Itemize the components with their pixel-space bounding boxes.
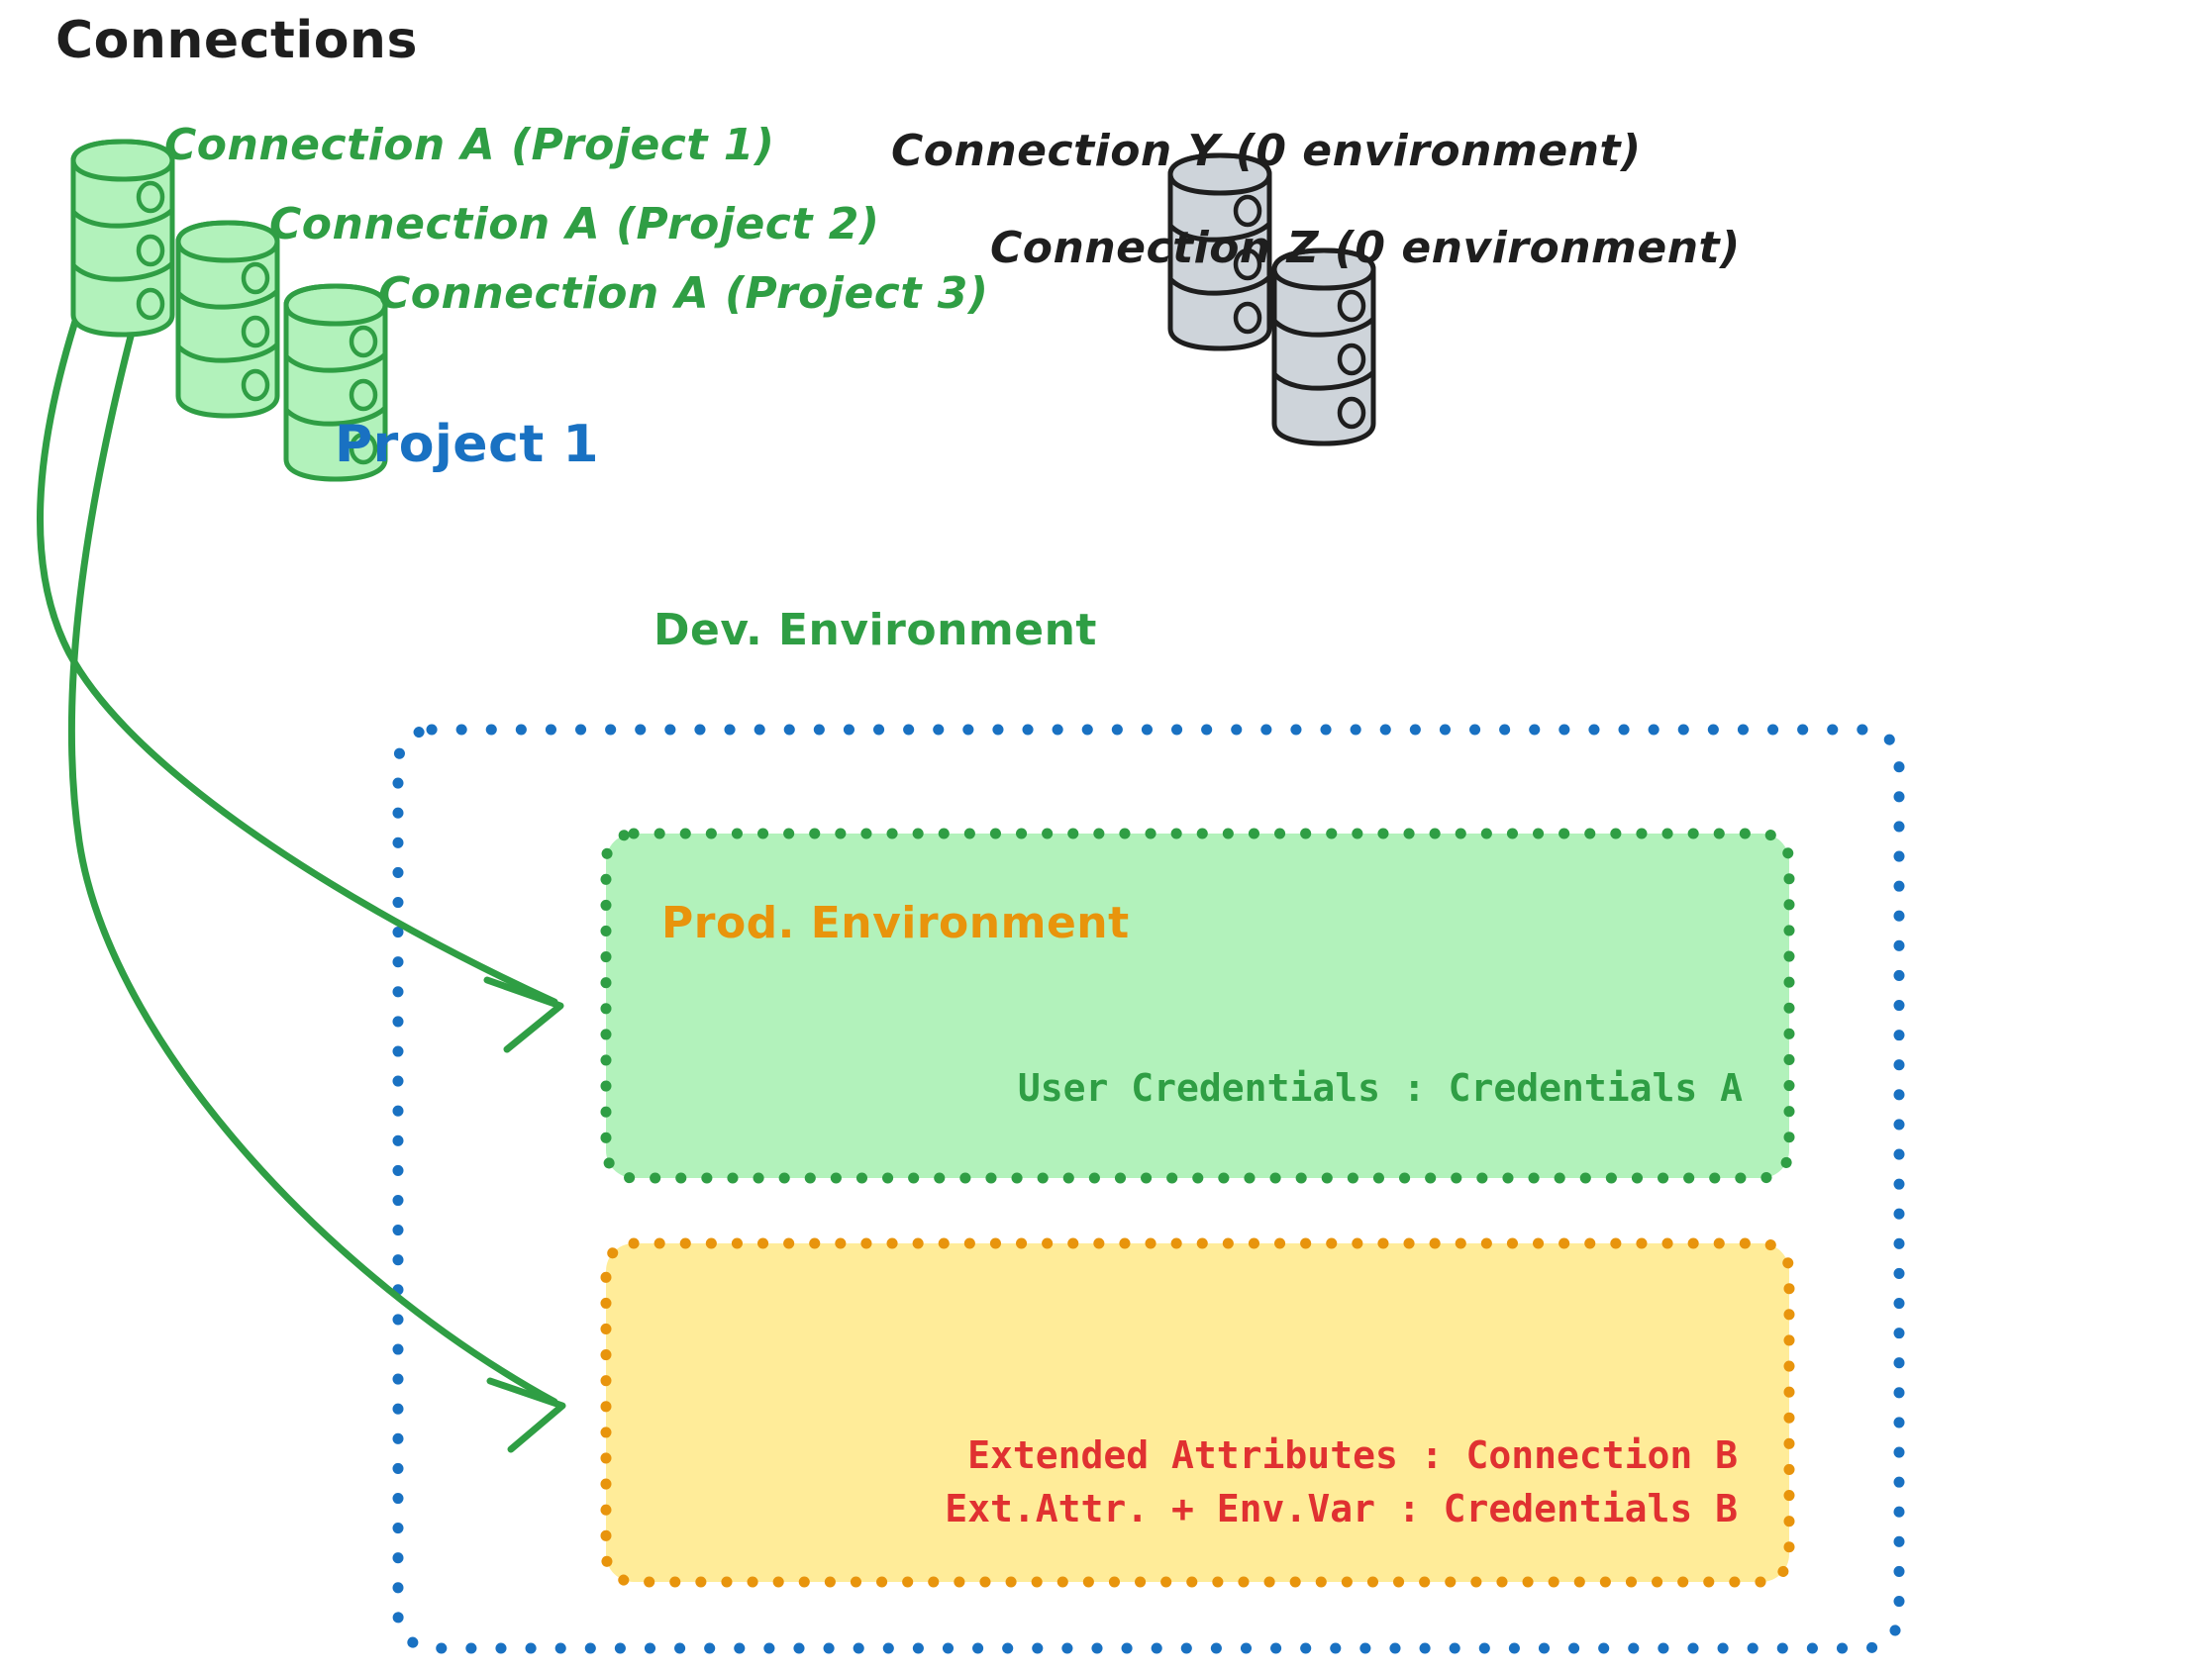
connection-label-z: Connection Z (0 environment) — [990, 223, 1741, 273]
connection-label-a-project-3: Connection A (Project 3) — [378, 268, 989, 319]
dev-environment-title: Dev. Environment — [654, 605, 1097, 655]
arrow-conn-a-to-prod — [67, 265, 566, 1453]
dev-environment-box — [600, 828, 1795, 1184]
arrow-conn-a-to-dev — [37, 261, 564, 1053]
database-icon-conn-a-1[interactable] — [73, 142, 172, 335]
prod-environment-box — [600, 1237, 1795, 1588]
project-container-border — [392, 724, 1905, 1654]
connection-label-a-project-2: Connection A (Project 2) — [269, 199, 880, 249]
dev-environment-credentials-line: User Credentials : Credentials A — [1017, 1066, 1743, 1110]
prod-environment-title: Prod. Environment — [661, 898, 1130, 948]
prod-environment-env-var-line: Ext.Attr. + Env.Var : Credentials B — [945, 1487, 1738, 1530]
connection-label-a-project-1: Connection A (Project 1) — [164, 120, 775, 170]
project-title: Project 1 — [335, 415, 600, 474]
database-icon-conn-z[interactable] — [1274, 250, 1373, 443]
prod-environment-extended-attributes-line: Extended Attributes : Connection B — [967, 1433, 1738, 1477]
database-icon-conn-a-2[interactable] — [178, 223, 277, 416]
page-title: Connections — [55, 11, 418, 70]
connection-label-y: Connection Y (0 environment) — [891, 126, 1642, 176]
